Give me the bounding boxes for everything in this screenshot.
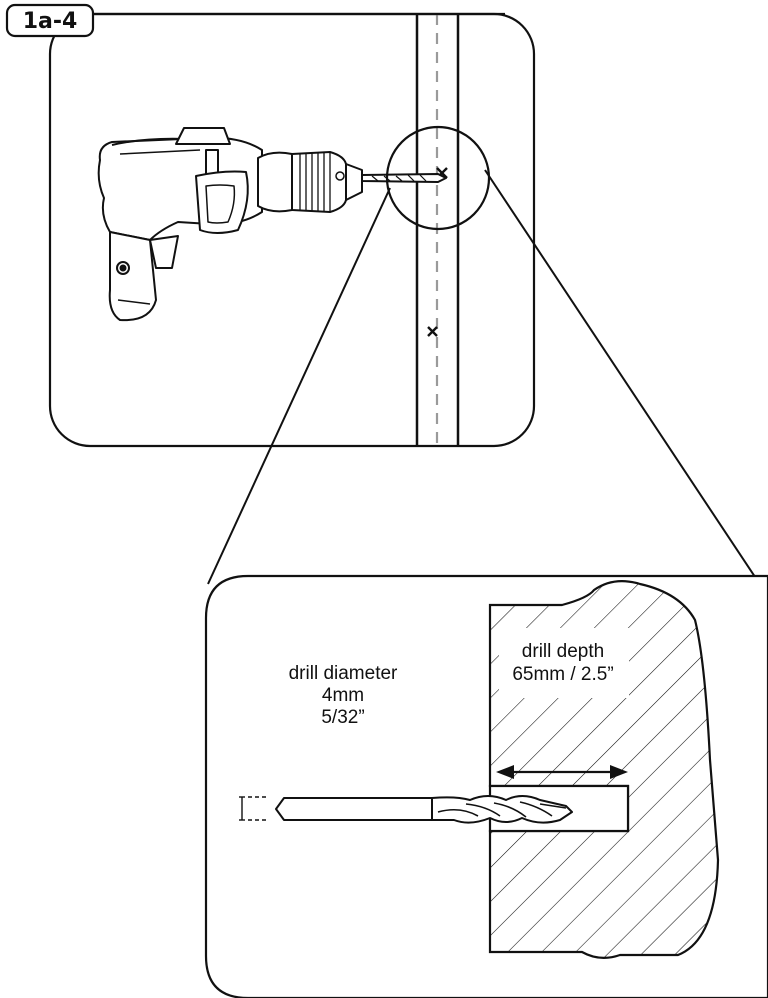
magnifier-circle bbox=[385, 125, 491, 231]
diameter-title: drill diameter bbox=[289, 663, 398, 684]
power-drill-icon bbox=[97, 127, 447, 322]
depth-value: 65mm / 2.5” bbox=[512, 664, 613, 685]
detail-panel: drill diameter 4mm 5/32” drill depth 65m… bbox=[204, 574, 768, 998]
drill-mark-lower bbox=[427, 326, 438, 337]
top-panel bbox=[48, 12, 536, 448]
depth-label-backdrop bbox=[499, 628, 629, 698]
drill-bit-detail-icon bbox=[275, 795, 573, 824]
depth-arrow bbox=[496, 765, 628, 779]
zoom-line-right bbox=[484, 169, 766, 593]
depth-title: drill depth bbox=[522, 641, 604, 662]
step-label-tab: 1a-4 bbox=[5, 3, 505, 38]
diameter-indicator bbox=[239, 796, 266, 821]
diameter-metric: 4mm bbox=[322, 685, 364, 706]
diameter-imperial: 5/32” bbox=[321, 707, 364, 728]
zoom-line-left bbox=[207, 187, 391, 585]
step-label: 1a-4 bbox=[23, 9, 78, 34]
